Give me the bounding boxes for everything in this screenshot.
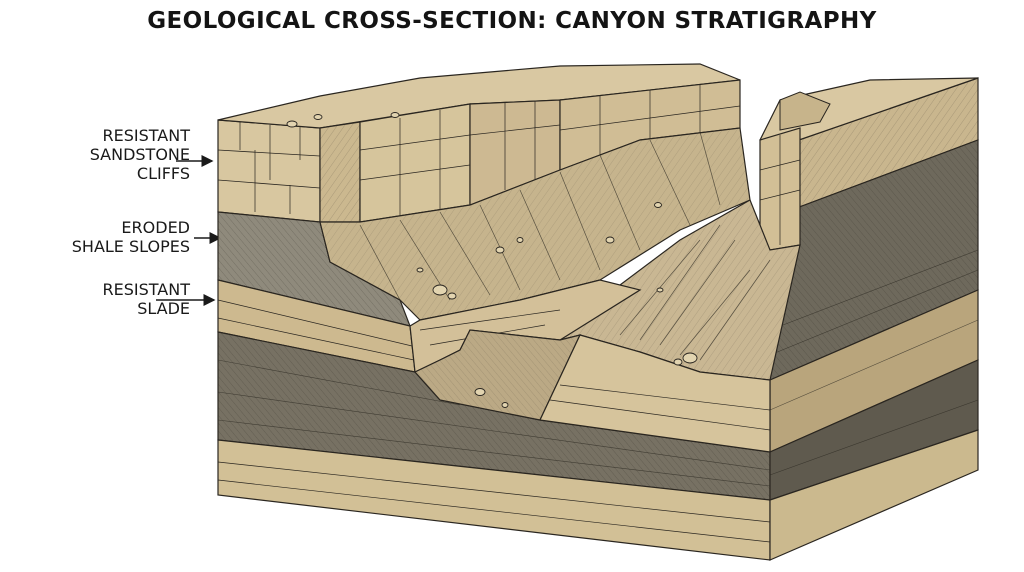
diagram-title: GEOLOGICAL CROSS-SECTION: CANYON STRATIG… bbox=[147, 8, 877, 34]
callout-shale-line2: SHALE SLOPES bbox=[71, 237, 190, 256]
front-face-strata bbox=[217, 119, 771, 561]
boulders bbox=[286, 112, 698, 408]
callout-slade-line2: SLADE bbox=[137, 299, 190, 318]
callout-sandstone-cliffs: RESISTANT SANDSTONE CLIFFS bbox=[40, 126, 190, 183]
slade-ledge bbox=[409, 279, 771, 453]
callout-shale-line1: ERODED bbox=[121, 218, 190, 237]
eroded-shale-slopes bbox=[319, 127, 801, 381]
callout-sandstone-line1: RESISTANT bbox=[102, 126, 190, 145]
callout-slade-line1: RESISTANT bbox=[102, 280, 190, 299]
callout-sandstone-line2: SANDSTONE bbox=[89, 145, 190, 164]
callout-eroded-shale: ERODED SHALE SLOPES bbox=[40, 218, 190, 256]
callout-resistant-slade: RESISTANT SLADE bbox=[40, 280, 190, 318]
right-side-face bbox=[769, 77, 979, 561]
plateau-top bbox=[217, 63, 979, 151]
sandstone-cliff-blocks bbox=[319, 79, 801, 251]
callout-sandstone-line3: CLIFFS bbox=[136, 164, 190, 183]
